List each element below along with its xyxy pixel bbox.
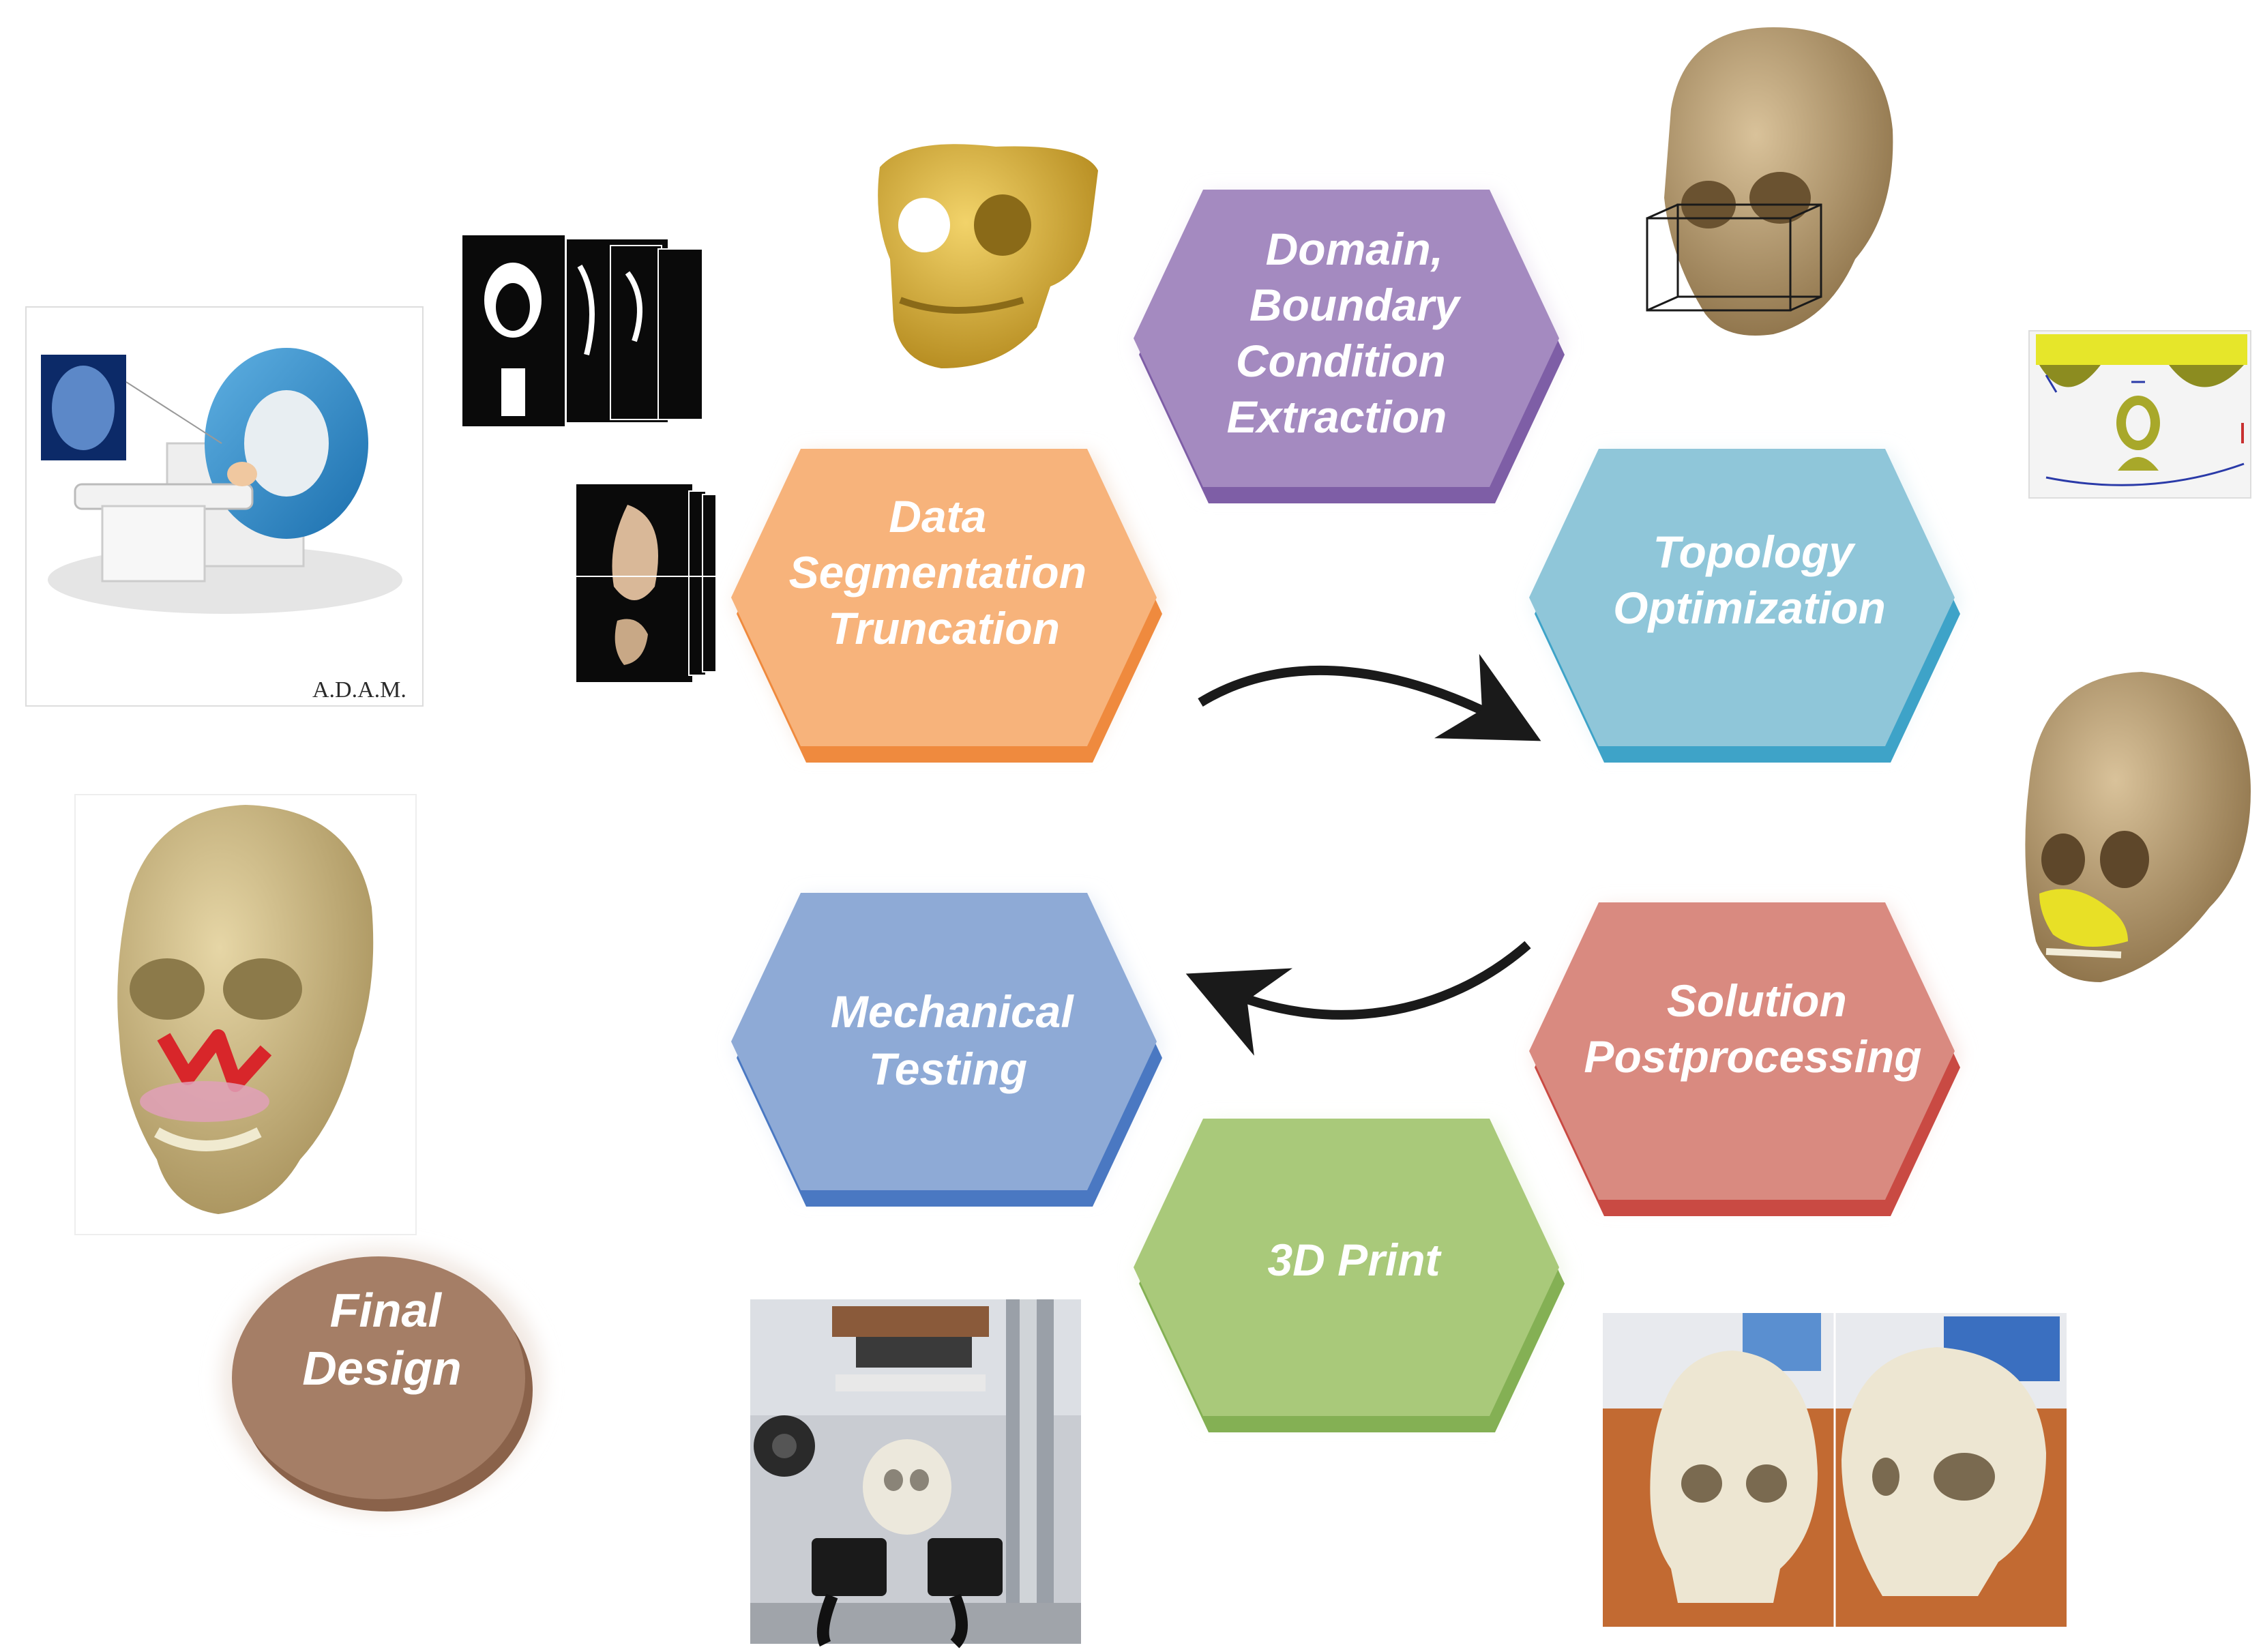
- final-design-label: Final Design: [302, 1284, 461, 1395]
- hex-face: [1529, 449, 1955, 746]
- skull-implant-icon: [2019, 668, 2254, 989]
- final-design-disc: Final Design: [222, 1248, 542, 1514]
- return-arrow-icon: [1185, 941, 1531, 1056]
- step-label: Solution Postprocessing: [1584, 975, 1921, 1082]
- hex-face: [731, 449, 1157, 746]
- adam-caption: A.D.A.M.: [312, 677, 406, 703]
- segmented-skull-icon: [870, 140, 1101, 375]
- hex-face: [731, 893, 1157, 1190]
- mri-scanner-icon: A.D.A.M.: [25, 306, 424, 707]
- step-domain-extraction: Domain, Boundary Condition Extraction: [1134, 190, 1565, 503]
- test-rig-photo-icon: [750, 1299, 1081, 1649]
- step-data-segmentation: Data Segmentation Truncation: [731, 449, 1162, 763]
- step-3d-print: 3D Print: [1134, 1119, 1565, 1432]
- skull-box-icon: [1630, 20, 1903, 365]
- ct-slices-icon: [462, 222, 703, 426]
- clockwise-arrow-icon: [1198, 653, 1541, 741]
- step-solution-postprocessing: Solution Postprocessing: [1529, 902, 1960, 1216]
- hex-face: [1134, 190, 1559, 487]
- topology-block-icon: [2028, 330, 2251, 499]
- disc-face: [232, 1256, 525, 1499]
- step-label: Data Segmentation Truncation: [789, 491, 1099, 653]
- step-label: Topology Optimization: [1613, 527, 1886, 633]
- printed-skulls-photo-icon: [1603, 1313, 2067, 1627]
- step-mechanical-testing: Mechanical Testing: [731, 893, 1162, 1207]
- volume-slices-icon: [563, 467, 720, 685]
- step-topology-optimization: Topology Optimization: [1529, 449, 1960, 763]
- step-label: 3D Print: [1267, 1235, 1442, 1285]
- step-label: Mechanical Testing: [831, 986, 1086, 1094]
- final-skull-icon: [74, 794, 417, 1235]
- step-label: Domain, Boundary Condition Extraction: [1227, 224, 1473, 442]
- hex-face: [1134, 1119, 1559, 1416]
- hex-face: [1529, 902, 1955, 1200]
